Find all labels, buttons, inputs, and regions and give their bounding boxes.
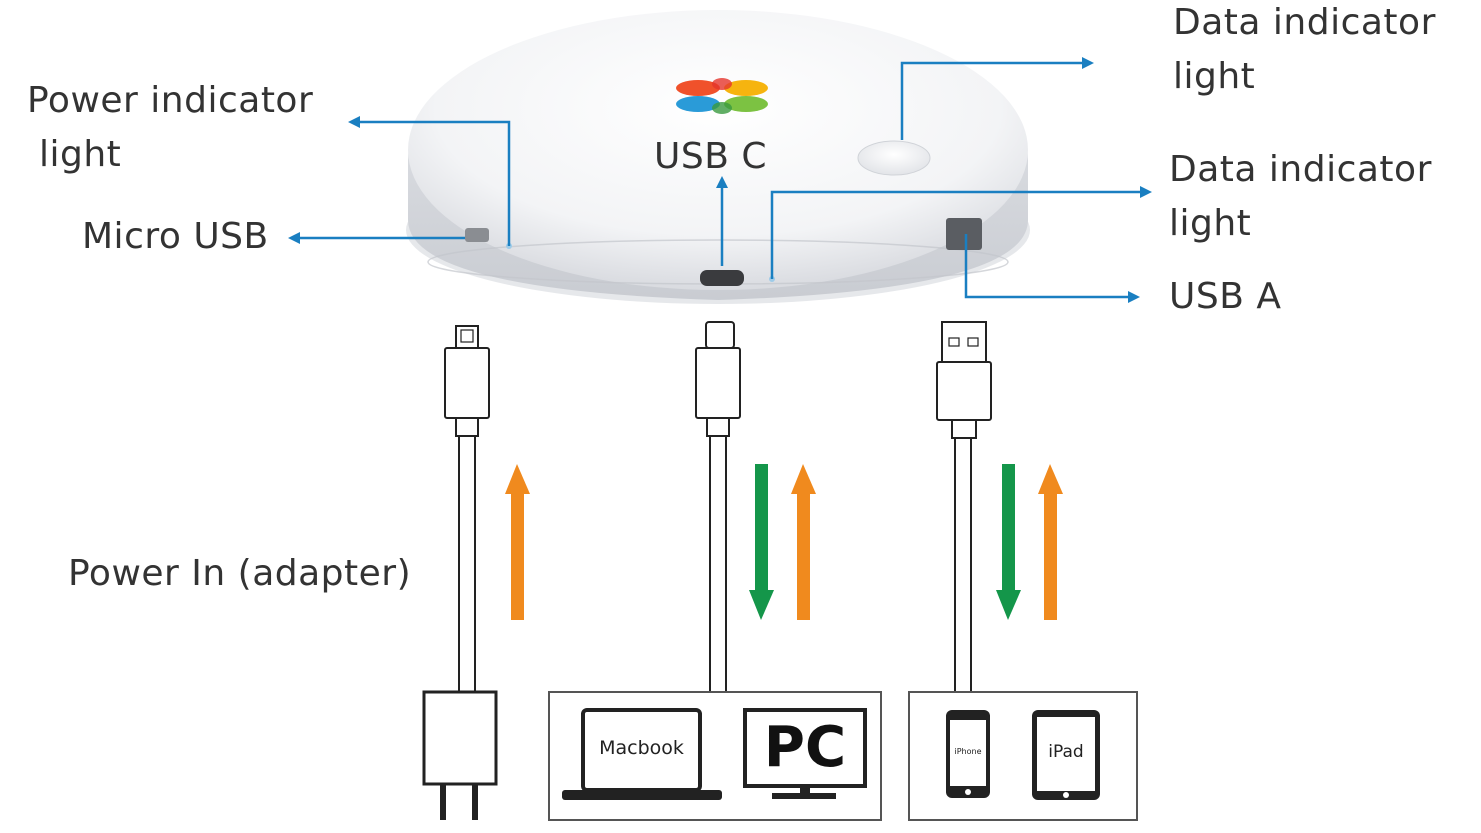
power-arrow-up-3 [1038,464,1063,620]
data-indicator-side-label-line2: light [1169,203,1252,244]
usb-c-label: USB C [654,136,767,177]
power-indicator-label-line2: light [39,134,122,175]
usb-c-port [700,270,744,286]
usb-a-label: USB A [1169,276,1282,317]
data-indicator-side-label: Data indicator light [1169,143,1432,251]
ipad-label: iPad [1048,742,1084,762]
data-indicator-side-label-line1: Data indicator [1169,149,1432,190]
flow-arrows [505,464,1063,620]
micro-usb-label: Micro USB [82,216,269,257]
flower-logo-icon [676,78,768,114]
iphone-icon [946,710,990,798]
data-indicator-top-label-line2: light [1173,56,1256,97]
pc-label: PC [763,715,847,780]
pc-monitor-icon [743,708,867,799]
usb-a-cable [936,321,992,695]
mobile-devices-box [908,691,1138,821]
data-indicator-top-label: Data indicator light [1173,0,1436,104]
usb-a-port [946,218,982,250]
computers-box [548,691,882,821]
ipad-icon [1032,710,1100,800]
data-arrow-down-1 [749,464,774,620]
data-indicator-button [857,140,931,176]
iphone-label: iPhone [954,747,982,756]
power-arrow-up-2 [791,464,816,620]
data-arrow-down-2 [996,464,1021,620]
micro-usb-cable [444,325,490,695]
power-in-label: Power In (adapter) [68,553,412,594]
leader-lines [288,57,1152,303]
power-indicator-label: Power indicator light [27,74,313,182]
micro-usb-port [465,228,489,242]
hub-device [406,10,1030,304]
power-indicator-label-line1: Power indicator [27,80,314,121]
power-adapter-icon [422,690,498,820]
power-arrow-up-1 [505,464,530,620]
data-indicator-top-label-line1: Data indicator [1173,2,1436,43]
macbook-icon [562,708,722,800]
macbook-label: Macbook [599,737,684,759]
usb-c-cable [695,321,741,695]
cables [444,321,992,695]
